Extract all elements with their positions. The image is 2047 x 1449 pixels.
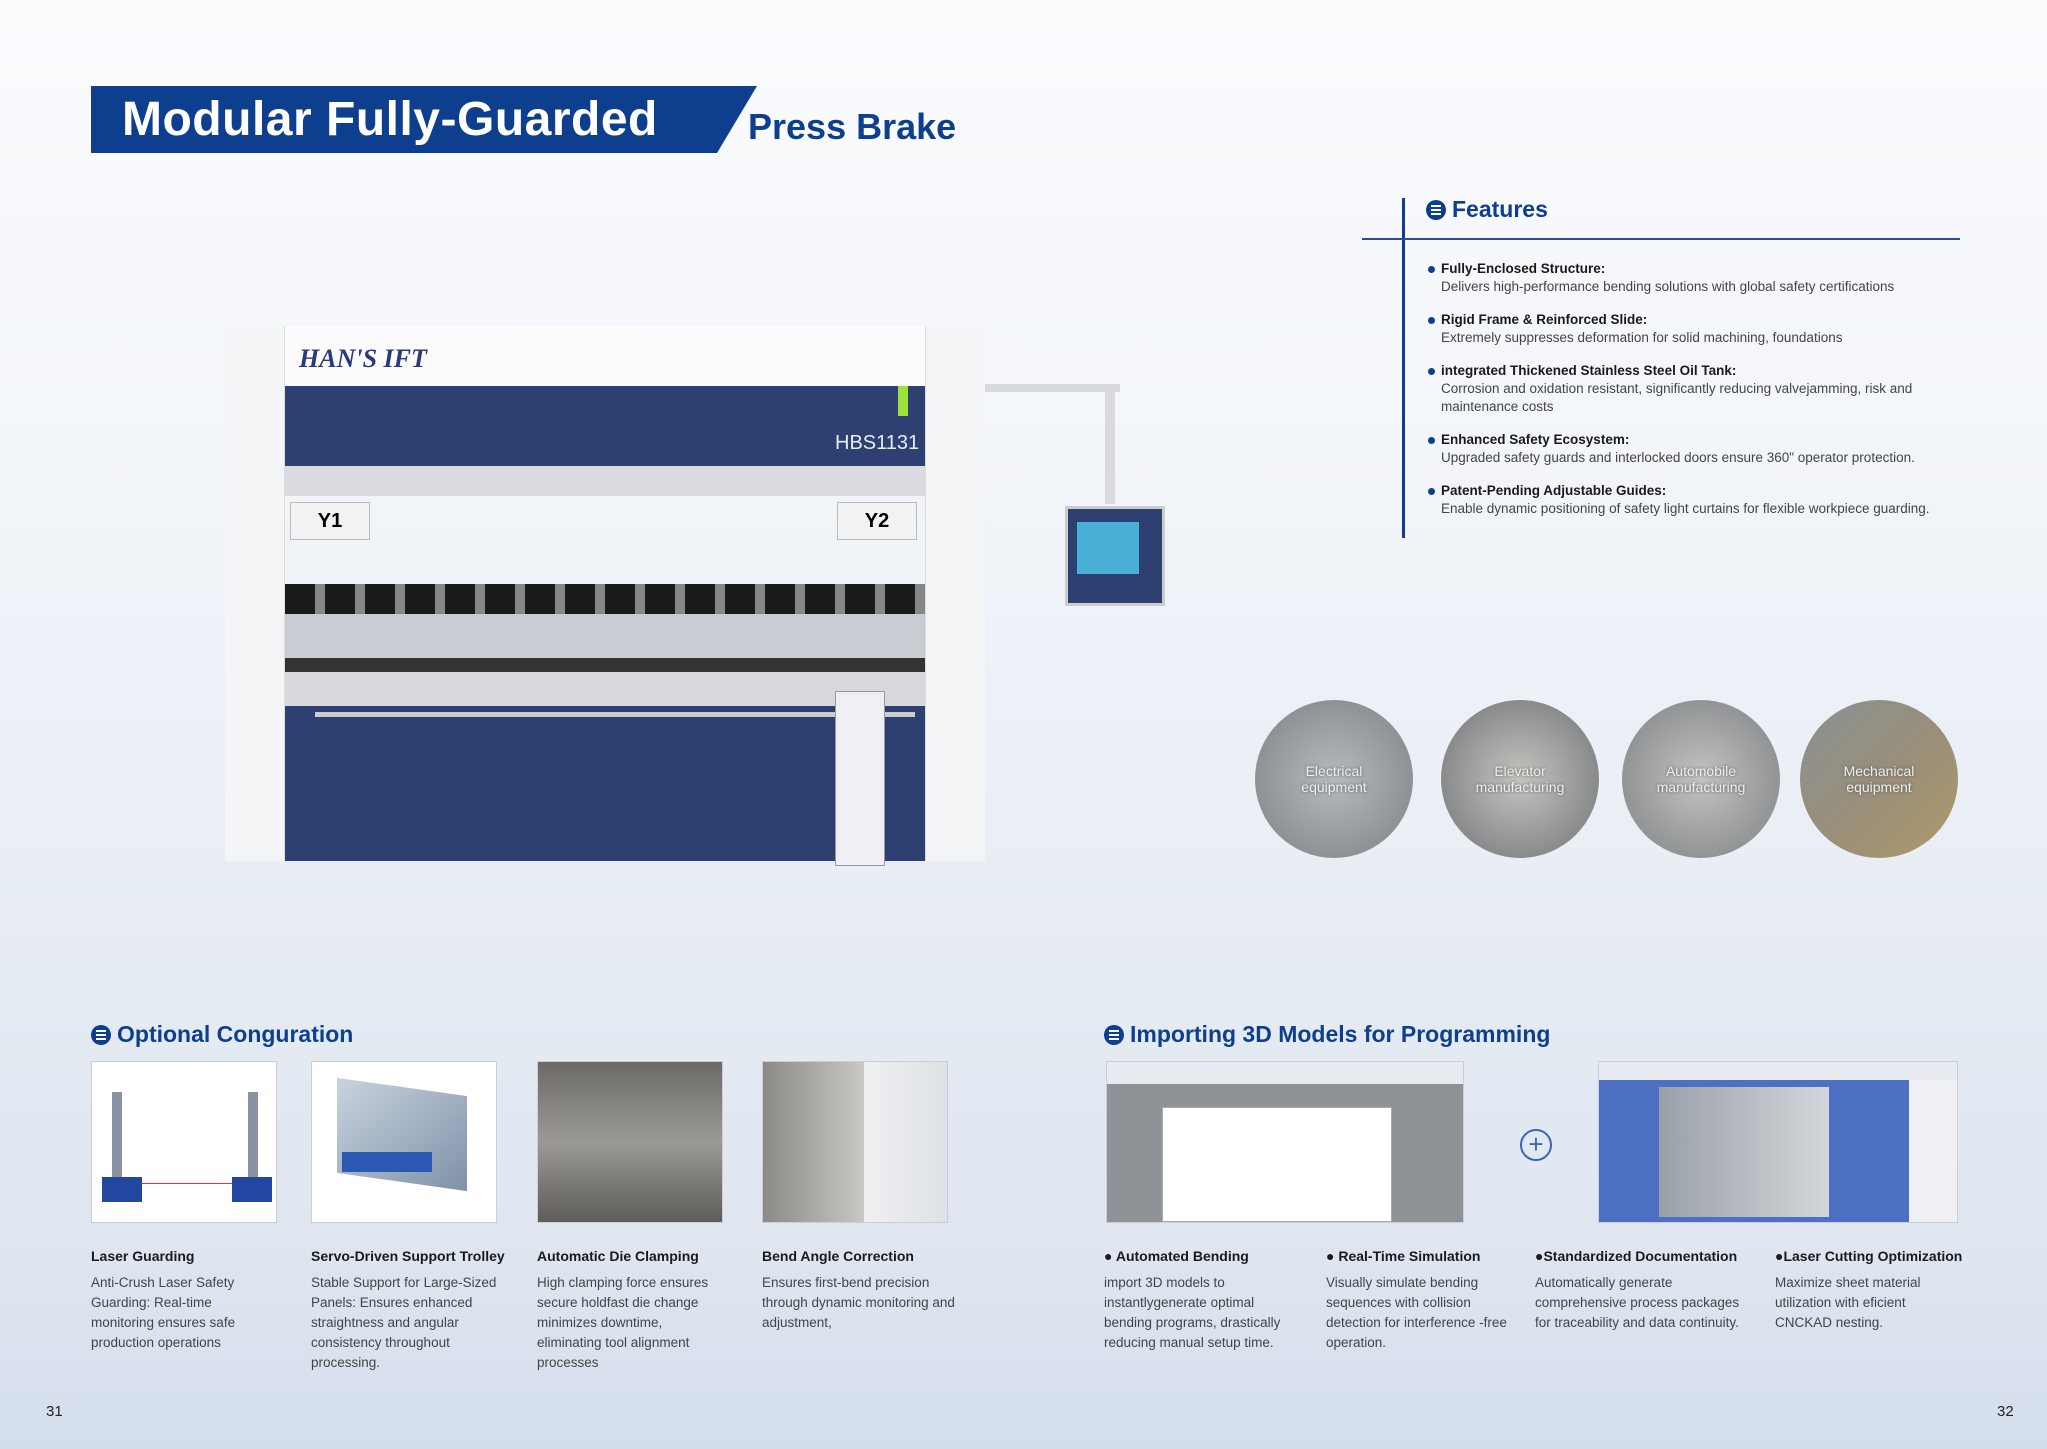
import-title-text: Automated Bending: [1115, 1248, 1249, 1264]
list-icon: [91, 1024, 111, 1045]
features-heading-text: Features: [1452, 196, 1548, 222]
industry-label: manufacturing: [1475, 779, 1565, 795]
divider-horizontal: [1362, 238, 1960, 240]
feature-item: integrated Thickened Stainless Steel Oil…: [1428, 362, 1918, 416]
feature-item: Fully-Enclosed Structure: Delivers high-p…: [1428, 260, 1968, 296]
option-title: Automatic Die Clamping: [537, 1248, 699, 1264]
import-desc: import 3D models to instantlygenerate op…: [1104, 1275, 1281, 1350]
list-icon: [1426, 199, 1446, 220]
import-desc: Maximize sheet material utilization with…: [1775, 1275, 1921, 1330]
plus-icon: +: [1520, 1129, 1552, 1161]
industry-label: Elevator: [1494, 763, 1546, 779]
industry-label: Automobile: [1665, 763, 1737, 779]
industry-label: Mechanical: [1843, 763, 1915, 779]
model-label: HBS1131: [835, 432, 920, 454]
page-number-right: 32: [1997, 1403, 2014, 1420]
option-title: Bend Angle Correction: [762, 1248, 914, 1264]
angle-correction-image: [762, 1061, 948, 1223]
optional-heading: Optional Conguration: [91, 1021, 353, 1048]
import-title-text: Real-Time Simulation: [1338, 1248, 1481, 1264]
support-trolley-image: [311, 1061, 497, 1223]
import-title-text: Laser Cutting Optimization: [1783, 1248, 1963, 1264]
import-title: ●Laser Cutting Optimization: [1775, 1248, 1963, 1264]
divider-vertical: [1402, 198, 1405, 538]
option-desc: Anti-Crush Laser Safety Guarding: Real-t…: [91, 1275, 236, 1350]
feature-item: Rigid Frame & Reinforced Slide: Extremely…: [1428, 311, 1968, 347]
feature-title: Enhanced Safety Ecosystem:: [1441, 432, 1630, 447]
industry-label: Electrical: [1305, 763, 1363, 779]
option-desc: Ensures first-bend precision through dyn…: [762, 1275, 955, 1330]
title-banner: [91, 86, 757, 153]
feature-desc: Upgraded safety guards and interlocked d…: [1441, 450, 1915, 465]
import-desc: Visually simulate bending sequences with…: [1326, 1275, 1507, 1350]
press-brake-image: HAN'S IFT HBS1131 Y1 Y2: [225, 326, 1165, 876]
industry-label: manufacturing: [1656, 779, 1746, 795]
feature-desc: Corrosion and oxidation resistant, signi…: [1441, 381, 1913, 414]
feature-item: Enhanced Safety Ecosystem: Upgraded safet…: [1428, 431, 1968, 467]
importing-heading-text: Importing 3D Models for Programming: [1130, 1021, 1551, 1047]
feature-desc: Extremely suppresses deformation for sol…: [1441, 330, 1843, 345]
feature-item: Patent-Pending Adjustable Guides: Enable …: [1428, 482, 1968, 518]
brand-logo: HAN'S IFT: [299, 344, 427, 373]
import-title: ● Real-Time Simulation: [1326, 1248, 1481, 1264]
laser-guarding-image: [91, 1061, 277, 1223]
feature-title: integrated Thickened Stainless Steel Oil…: [1441, 363, 1737, 378]
y1-label: Y1: [290, 502, 370, 540]
option-desc: High clamping force ensures secure holdf…: [537, 1275, 709, 1370]
feature-desc: Enable dynamic positioning of safety lig…: [1441, 501, 1930, 516]
page-title: Modular Fully-Guarded: [122, 93, 658, 146]
option-desc: Stable Support for Large-Sized Panels: E…: [311, 1275, 497, 1370]
die-clamping-image: [537, 1061, 723, 1223]
importing-heading: Importing 3D Models for Programming: [1104, 1021, 1550, 1048]
industry-label: equipment: [1301, 779, 1367, 795]
feature-title: Fully-Enclosed Structure:: [1441, 261, 1606, 276]
feature-title: Patent-Pending Adjustable Guides:: [1441, 483, 1667, 498]
import-title-text: Standardized Documentation: [1543, 1248, 1738, 1264]
page-number-left: 31: [46, 1403, 63, 1420]
import-title: ● Automated Bending: [1104, 1248, 1249, 1264]
features-list: Fully-Enclosed Structure: Delivers high-p…: [1428, 260, 1968, 533]
option-title: Servo-Driven Support Trolley: [311, 1248, 505, 1264]
import-title: ●Standardized Documentation: [1535, 1248, 1738, 1264]
feature-title: Rigid Frame & Reinforced Slide:: [1441, 312, 1648, 327]
feature-desc: Delivers high-performance bending soluti…: [1441, 279, 1895, 294]
software-screenshot-1: [1106, 1061, 1464, 1223]
import-desc: Automatically generate comprehensive pro…: [1535, 1275, 1740, 1330]
optional-heading-text: Optional Conguration: [117, 1021, 354, 1047]
y2-label: Y2: [837, 502, 917, 540]
features-heading: Features: [1426, 196, 1548, 223]
software-screenshot-2: [1598, 1061, 1958, 1223]
page-subtitle: Press Brake: [748, 106, 957, 147]
option-title: Laser Guarding: [91, 1248, 195, 1264]
list-icon: [1104, 1024, 1124, 1045]
industry-label: equipment: [1846, 779, 1912, 795]
